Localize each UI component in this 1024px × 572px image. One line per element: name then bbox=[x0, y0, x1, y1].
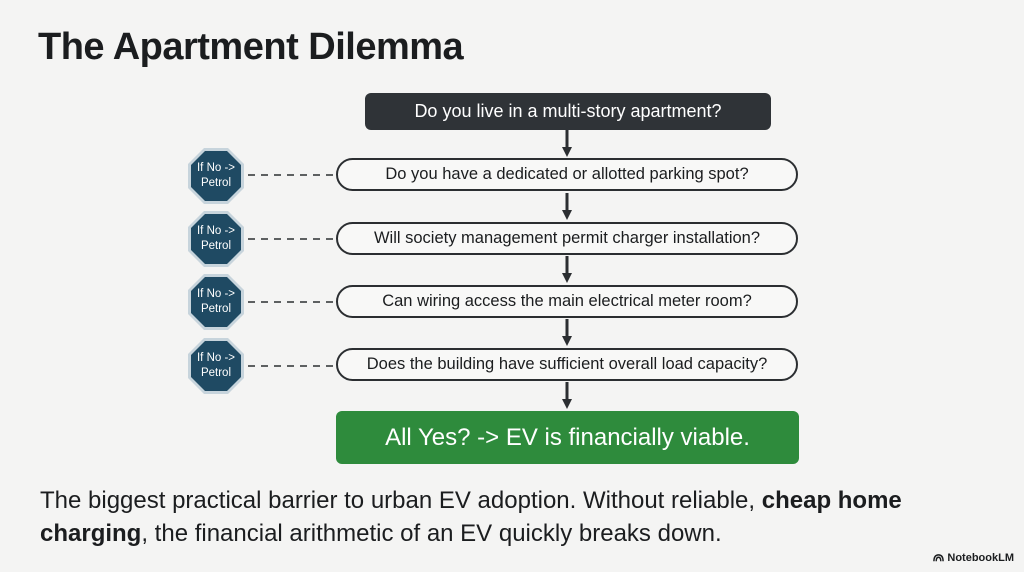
stop-label-line2: Petrol bbox=[200, 367, 232, 379]
caption-emphasis: cheap home charging bbox=[40, 487, 902, 547]
flow-question-1: Do you have a dedicated or allotted park… bbox=[336, 158, 798, 191]
stop-sign-2: If No -> Petrol bbox=[186, 209, 246, 269]
stop-label-line2: Petrol bbox=[200, 240, 232, 252]
stop-label-line1: If No -> bbox=[196, 288, 236, 300]
octagon-stop-icon bbox=[188, 338, 244, 394]
flow-result-node: All Yes? -> EV is financially viable. bbox=[336, 411, 799, 464]
stop-label-line1: If No -> bbox=[196, 162, 236, 174]
brand-watermark: NotebookLM bbox=[933, 552, 1014, 564]
caption-part-2: , the financial arithmetic of an EV quic… bbox=[141, 520, 722, 547]
stop-sign-3: If No -> Petrol bbox=[186, 272, 246, 332]
octagon-stop-icon bbox=[188, 274, 244, 330]
stop-label-line2: Petrol bbox=[200, 303, 232, 315]
stop-label-line2: Petrol bbox=[200, 177, 232, 189]
stop-label-line1: If No -> bbox=[196, 225, 236, 237]
flow-start-node: Do you live in a multi-story apartment? bbox=[365, 93, 771, 130]
stop-sign-1: If No -> Petrol bbox=[186, 146, 246, 206]
stop-sign-4: If No -> Petrol bbox=[186, 336, 246, 396]
caption-part-1: The biggest practical barrier to urban E… bbox=[40, 487, 762, 514]
brand-name: NotebookLM bbox=[947, 552, 1014, 564]
flow-question-4: Does the building have sufficient overal… bbox=[336, 348, 798, 381]
page-title: The Apartment Dilemma bbox=[38, 26, 464, 68]
flow-question-3: Can wiring access the main electrical me… bbox=[336, 285, 798, 318]
octagon-stop-icon bbox=[188, 211, 244, 267]
octagon-stop-icon bbox=[188, 148, 244, 204]
flow-question-2: Will society management permit charger i… bbox=[336, 222, 798, 255]
caption-text: The biggest practical barrier to urban E… bbox=[40, 484, 980, 550]
stop-label-line1: If No -> bbox=[196, 352, 236, 364]
notebooklm-logo-icon bbox=[933, 553, 945, 561]
